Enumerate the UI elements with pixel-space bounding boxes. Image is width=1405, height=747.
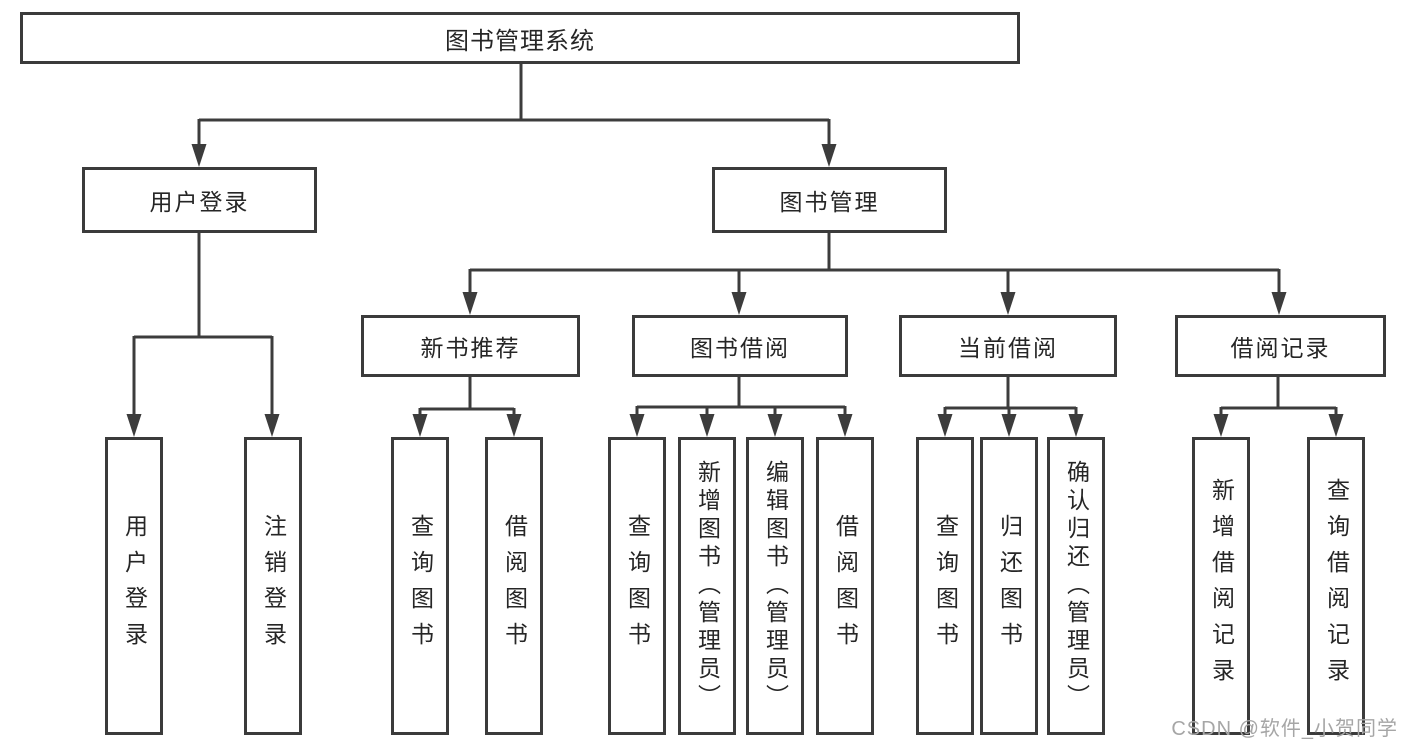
node-records-add-record-label: 新增借阅记录 (1208, 478, 1235, 694)
node-borrowing-records-label: 借阅记录 (1230, 335, 1331, 361)
node-records-add-record: 新增借阅记录 (1192, 437, 1250, 735)
arrow-down-icon (126, 414, 142, 437)
arrow-down-icon (191, 144, 207, 167)
node-user-login-branch: 用户登录 (82, 167, 317, 233)
arrow-down-icon (731, 292, 747, 315)
node-book-borrowing: 图书借阅 (632, 315, 848, 377)
node-borrowing-query-books: 查询图书 (608, 437, 666, 735)
node-new-book-recommend: 新书推荐 (361, 315, 580, 377)
node-borrowing-borrow-books: 借阅图书 (816, 437, 874, 735)
node-borrowing-add-books-admin-label: 新增图书（管理员） (694, 460, 721, 712)
node-recommend-query-books-label: 查询图书 (407, 514, 434, 658)
node-book-management: 图书管理 (712, 167, 947, 233)
arrow-down-icon (699, 414, 715, 437)
node-recommend-query-books: 查询图书 (391, 437, 449, 735)
arrow-down-icon (1271, 292, 1287, 315)
node-logout-label: 注销登录 (260, 514, 287, 658)
arrowhead-icons (126, 144, 1344, 437)
arrow-down-icon (462, 292, 478, 315)
node-records-query-record-label: 查询借阅记录 (1323, 478, 1350, 694)
node-borrowing-borrow-books-label: 借阅图书 (832, 514, 859, 658)
node-borrowing-edit-books-admin-label: 编辑图书（管理员） (762, 460, 789, 712)
node-library-system: 图书管理系统 (20, 12, 1020, 64)
arrow-down-icon (767, 414, 783, 437)
arrow-down-icon (412, 414, 428, 437)
arrow-down-icon (1001, 414, 1017, 437)
arrow-down-icon (629, 414, 645, 437)
node-library-system-label: 图书管理系统 (445, 27, 595, 55)
node-current-query-books: 查询图书 (916, 437, 974, 735)
node-current-borrowing: 当前借阅 (899, 315, 1117, 377)
node-recommend-borrow-books: 借阅图书 (485, 437, 543, 735)
arrow-down-icon (837, 414, 853, 437)
node-current-confirm-return-admin: 确认归还（管理员） (1047, 437, 1105, 735)
node-user-login-branch-label: 用户登录 (149, 189, 250, 215)
node-logout: 注销登录 (244, 437, 302, 735)
node-book-management-label: 图书管理 (779, 189, 880, 215)
node-borrowing-edit-books-admin: 编辑图书（管理员） (746, 437, 804, 735)
node-current-borrowing-label: 当前借阅 (958, 335, 1058, 361)
node-current-return-books-label: 归还图书 (996, 514, 1023, 658)
arrow-down-icon (264, 414, 280, 437)
node-borrowing-records: 借阅记录 (1175, 315, 1386, 377)
node-borrowing-query-books-label: 查询图书 (624, 514, 651, 658)
node-records-query-record: 查询借阅记录 (1307, 437, 1365, 735)
arrow-down-icon (1328, 414, 1344, 437)
node-user-login: 用户登录 (105, 437, 163, 735)
node-recommend-borrow-books-label: 借阅图书 (501, 514, 528, 658)
arrow-down-icon (937, 414, 953, 437)
arrow-down-icon (821, 144, 837, 167)
csdn-watermark: CSDN @软件_小贺同学 (1171, 718, 1398, 740)
arrow-down-icon (506, 414, 522, 437)
node-borrowing-add-books-admin: 新增图书（管理员） (678, 437, 736, 735)
arrow-down-icon (1068, 414, 1084, 437)
node-new-book-recommend-label: 新书推荐 (420, 335, 521, 361)
node-book-borrowing-label: 图书借阅 (690, 335, 790, 361)
arrow-down-icon (1000, 292, 1016, 315)
arrow-down-icon (1213, 414, 1229, 437)
node-user-login-label: 用户登录 (121, 514, 148, 658)
node-current-return-books: 归还图书 (980, 437, 1038, 735)
node-current-confirm-return-admin-label: 确认归还（管理员） (1063, 460, 1090, 712)
node-current-query-books-label: 查询图书 (932, 514, 959, 658)
